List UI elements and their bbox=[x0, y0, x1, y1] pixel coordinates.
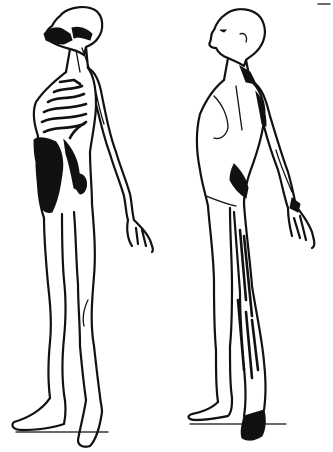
left-anatomy-figure bbox=[12, 7, 152, 447]
right-figure-oblique-muscles bbox=[230, 164, 248, 198]
right-figure-arm bbox=[250, 80, 296, 208]
left-figure-hip-muscles bbox=[74, 174, 87, 194]
right-figure-torso bbox=[197, 80, 264, 206]
left-figure-ear-marking bbox=[72, 27, 92, 40]
right-figure-waist bbox=[206, 196, 236, 206]
left-figure-hand bbox=[127, 220, 153, 252]
right-figure-chest bbox=[214, 86, 242, 139]
right-figure-ear bbox=[240, 33, 247, 42]
left-figure-front-leg bbox=[44, 214, 66, 398]
left-figure-front-foot bbox=[12, 394, 65, 430]
left-figure-face-marking bbox=[44, 28, 72, 44]
right-figure-head bbox=[209, 9, 264, 66]
right-figure-eye bbox=[220, 30, 226, 32]
right-figure-front-foot bbox=[189, 398, 232, 420]
right-figure-hand-marking bbox=[290, 198, 300, 212]
left-figure-back-foot bbox=[78, 396, 102, 447]
right-anatomy-figure bbox=[189, 9, 315, 440]
left-figure-abdomen-muscles bbox=[34, 138, 63, 213]
right-figure-hand bbox=[288, 206, 314, 248]
right-figure-front-leg bbox=[208, 206, 232, 402]
left-figure-knee bbox=[83, 300, 88, 326]
